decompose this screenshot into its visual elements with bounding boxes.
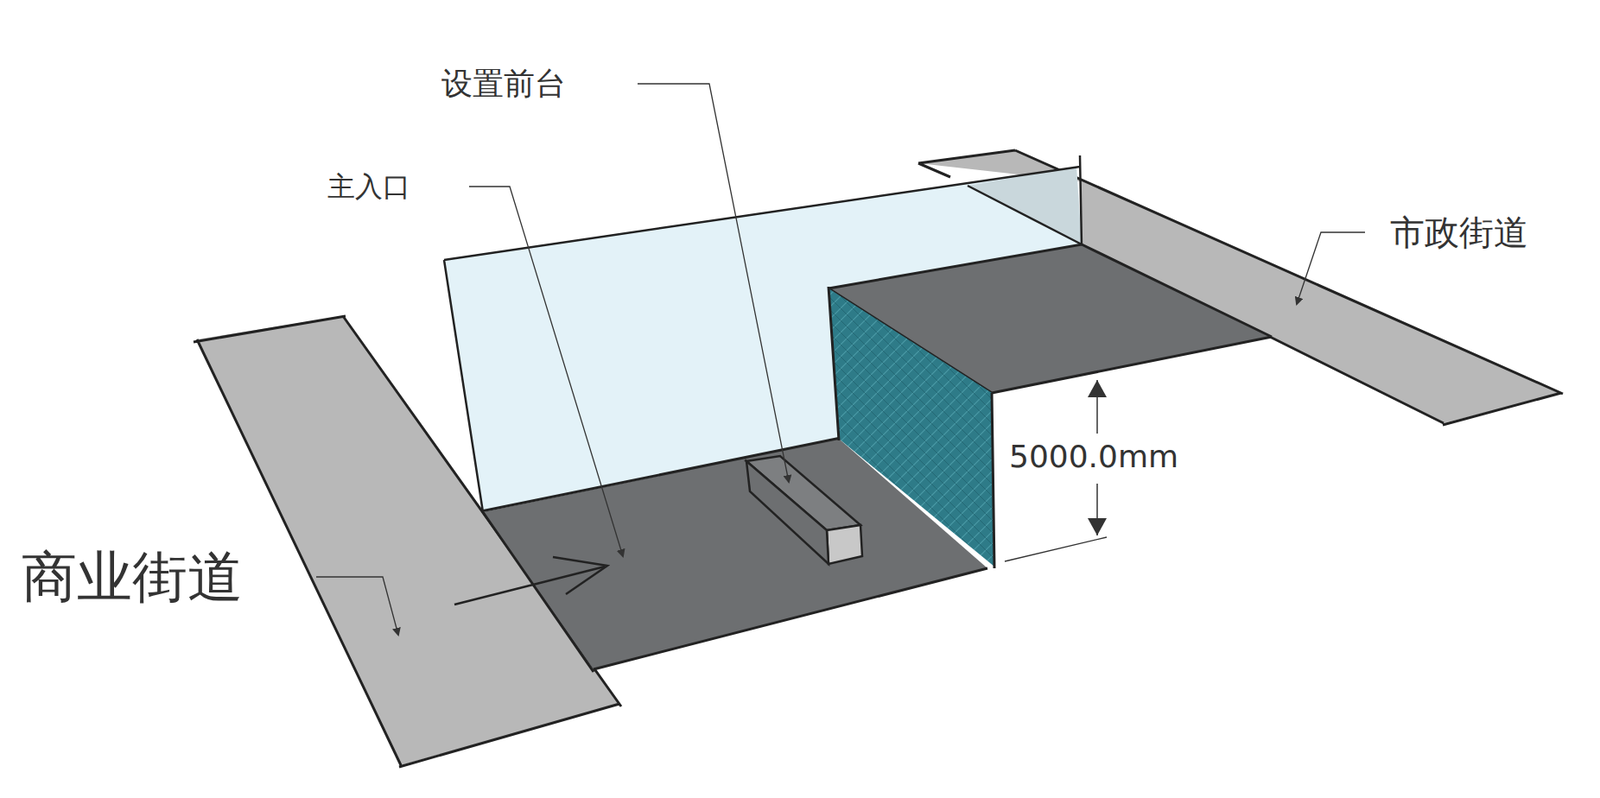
dimension-line [1096, 380, 1099, 434]
callout-label: 设置前台 [438, 65, 569, 102]
leader-line [469, 186, 623, 557]
extension-line [1004, 537, 1107, 562]
dimension-label: 5000.0mm [1006, 438, 1181, 475]
street-label: 市政街道 [1387, 212, 1531, 253]
dimension-line [1096, 483, 1099, 536]
street-label: 商业街道 [19, 546, 246, 610]
leader-line [637, 83, 789, 483]
entry-arrow [454, 566, 605, 605]
leader-line [316, 577, 399, 635]
leader-line [1296, 232, 1366, 305]
callout-label: 主入口 [324, 171, 413, 204]
